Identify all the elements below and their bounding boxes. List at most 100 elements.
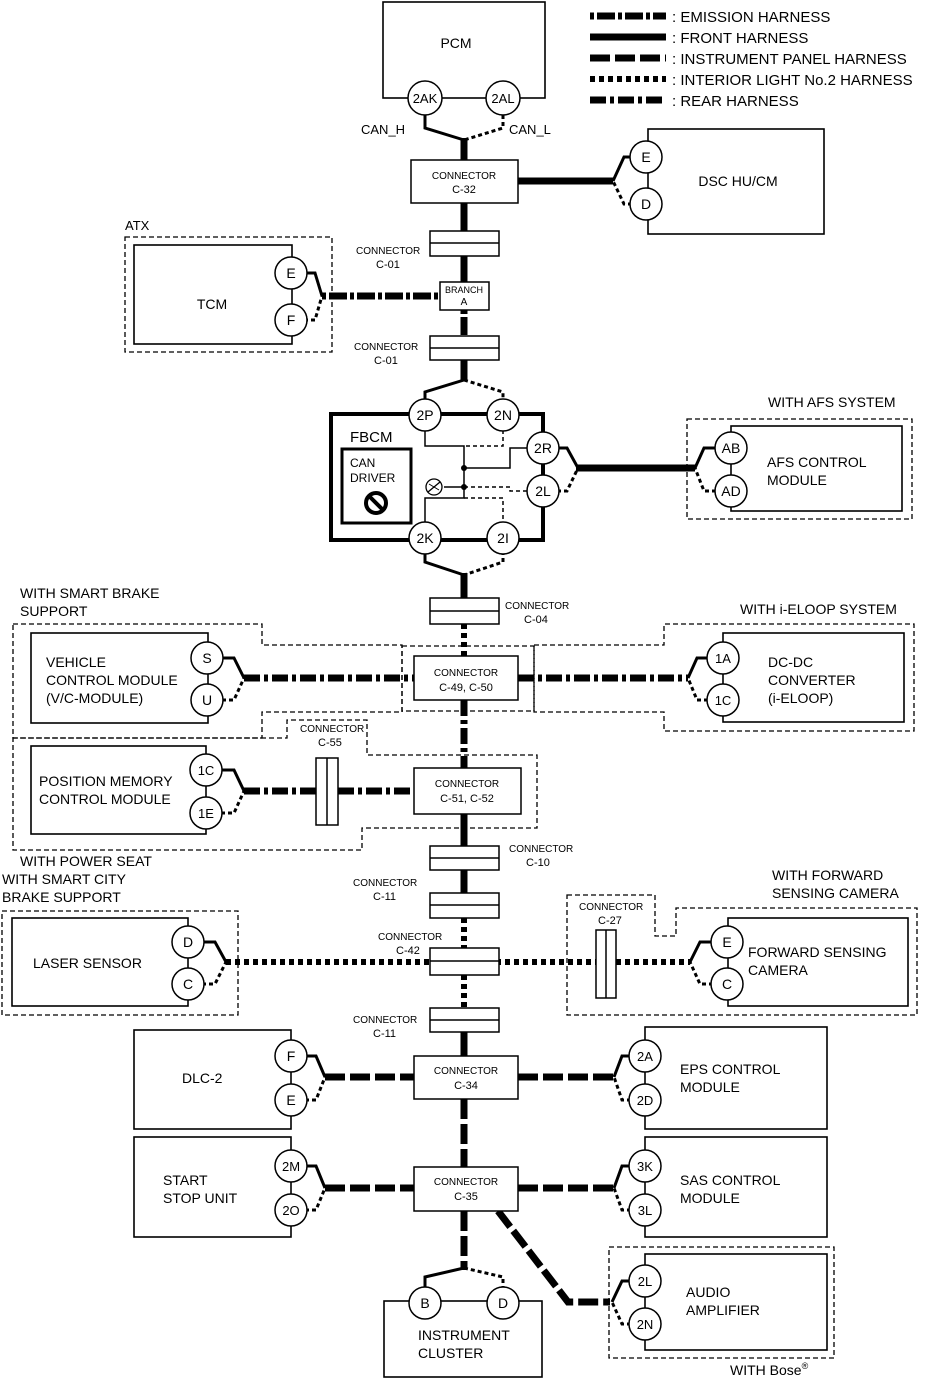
eps-pin-2a <box>628 1039 662 1073</box>
smart-city-brake-group-label-2: BRAKE SUPPORT <box>2 889 121 905</box>
svg-text:D: D <box>183 934 193 950</box>
instrument-cluster-module: INSTRUMENT CLUSTER B D <box>383 1286 543 1378</box>
svg-text:DRIVER: DRIVER <box>350 471 396 485</box>
svg-text:2A: 2A <box>637 1049 653 1064</box>
svg-text:FORWARD SENSING: FORWARD SENSING <box>748 944 886 960</box>
svg-text:C-49, C-50: C-49, C-50 <box>439 682 493 694</box>
audio-amplifier-module: AUDIO AMPLIFIER 2L 2N <box>628 1253 828 1351</box>
eps-pin-2d <box>628 1083 662 1117</box>
forward-camera-group-label-2: SENSING CAMERA <box>772 885 899 901</box>
vcm-pin-u <box>190 683 224 717</box>
svg-text:CONNECTOR: CONNECTOR <box>356 246 420 257</box>
svg-text:CONVERTER: CONVERTER <box>768 672 856 688</box>
sas-pin-3l <box>628 1193 662 1227</box>
svg-text:CONNECTOR: CONNECTOR <box>434 1066 498 1077</box>
svg-text:CONNECTOR: CONNECTOR <box>378 932 442 943</box>
svg-text:1A: 1A <box>715 651 731 666</box>
svg-text:START: START <box>163 1172 208 1188</box>
dsc-label: DSC HU/CM <box>698 173 777 189</box>
svg-text:CONNECTOR: CONNECTOR <box>434 668 498 679</box>
svg-text:CONNECTOR: CONNECTOR <box>432 171 496 182</box>
start-stop-unit-module: START STOP UNIT 2M 2O <box>133 1136 308 1238</box>
fbcm-pin-2l <box>526 474 560 508</box>
connector-c32: CONNECTOR C-32 <box>410 159 519 204</box>
svg-text:VEHICLE: VEHICLE <box>46 654 106 670</box>
svg-text:C-35: C-35 <box>454 1191 478 1203</box>
dlc2-module: DLC-2 F E <box>133 1029 308 1130</box>
svg-text:C-32: C-32 <box>452 184 476 196</box>
svg-text:C: C <box>722 976 732 992</box>
svg-text:SAS CONTROL: SAS CONTROL <box>680 1172 781 1188</box>
svg-text:CONNECTOR: CONNECTOR <box>300 724 364 735</box>
fbcm-pin-2p <box>408 398 442 432</box>
termination-resistor-icon <box>425 478 443 496</box>
pmcm-pin-1c <box>189 753 223 787</box>
svg-text:STOP UNIT: STOP UNIT <box>163 1190 238 1206</box>
pcm-module: PCM 2AK 2AL CAN_H CAN_L <box>361 1 551 137</box>
svg-text:MODULE: MODULE <box>767 472 827 488</box>
sas-pin-3k <box>628 1149 662 1183</box>
svg-text:CONNECTOR: CONNECTOR <box>354 342 418 353</box>
svg-text:2K: 2K <box>416 530 434 546</box>
afs-pin-ad <box>714 474 748 508</box>
branch-a: BRANCH A <box>439 281 490 311</box>
svg-text:C-11: C-11 <box>373 1028 396 1040</box>
svg-text:2L: 2L <box>535 483 551 499</box>
tcm-label: TCM <box>197 296 227 312</box>
fbcm-label: FBCM <box>350 429 393 446</box>
svg-text:DLC-2: DLC-2 <box>182 1070 223 1086</box>
dsc-pin-d <box>629 187 663 221</box>
svg-text:CLUSTER: CLUSTER <box>418 1345 483 1361</box>
legend-emission-label: : EMISSION HARNESS <box>672 9 830 26</box>
svg-text:1C: 1C <box>715 693 732 708</box>
svg-text:C-10: C-10 <box>526 857 550 869</box>
fbcm-pin-2r <box>526 431 560 465</box>
can-driver-box <box>340 447 413 525</box>
forward-camera-group-outline <box>566 894 918 1016</box>
pmcm-pin-1e <box>189 796 223 830</box>
fbcm-junction-h <box>461 465 467 471</box>
svg-text:2D: 2D <box>637 1093 654 1108</box>
can-driver-prohibition-icon <box>364 491 388 515</box>
connector-c04: CONNECTOR C-04 <box>429 597 569 626</box>
connector-c01-lower: CONNECTOR C-01 <box>354 335 500 367</box>
pcm-label: PCM <box>440 35 471 51</box>
connector-c11-upper: CONNECTOR C-11 <box>353 878 500 919</box>
svg-text:CONNECTOR: CONNECTOR <box>353 878 417 889</box>
svg-text:2N: 2N <box>637 1317 654 1332</box>
svg-text:2O: 2O <box>282 1203 299 1218</box>
svg-text:CONNECTOR: CONNECTOR <box>505 601 569 612</box>
svg-text:AMPLIFIER: AMPLIFIER <box>686 1302 760 1318</box>
svg-text:C-11: C-11 <box>373 891 396 903</box>
svg-text:C-04: C-04 <box>524 614 548 626</box>
svg-text:1E: 1E <box>198 806 214 821</box>
legend: : EMISSION HARNESS : FRONT HARNESS : INS… <box>590 9 913 110</box>
svg-text:CONTROL MODULE: CONTROL MODULE <box>46 672 178 688</box>
svg-text:C-27: C-27 <box>598 915 622 927</box>
legend-interior-light-label: : INTERIOR LIGHT No.2 HARNESS <box>672 72 913 89</box>
svg-text:U: U <box>202 692 212 708</box>
svg-text:C-01: C-01 <box>376 259 400 271</box>
tcm-pin-e <box>274 256 308 290</box>
atx-group-label: ATX <box>125 218 150 233</box>
svg-text:2N: 2N <box>494 407 512 423</box>
atx-group-outline <box>124 236 333 353</box>
svg-text:1C: 1C <box>198 763 215 778</box>
amp-pin-2n <box>628 1307 662 1341</box>
svg-text:3K: 3K <box>637 1159 653 1174</box>
svg-text:C-55: C-55 <box>318 737 342 749</box>
connector-c55: CONNECTOR C-55 <box>300 724 364 826</box>
tcm-module: TCM E F <box>133 244 308 345</box>
smart-city-brake-group-label-1: WITH SMART CITY <box>2 871 127 887</box>
smart-brake-group-label-2: SUPPORT <box>20 603 88 619</box>
fbcm-junction-l <box>461 484 467 490</box>
dlc2-pin-e <box>274 1083 308 1117</box>
svg-text:C-42: C-42 <box>396 945 420 957</box>
connector-c10: CONNECTOR C-10 <box>429 844 573 871</box>
svg-text:E: E <box>641 149 650 165</box>
can-l-label: CAN_L <box>509 122 551 137</box>
laser-sensor-module: LASER SENSOR D C <box>11 917 205 1007</box>
connector-c34: CONNECTOR C-34 <box>413 1055 519 1100</box>
can-h-label: CAN_H <box>361 122 405 137</box>
svg-text:(i-ELOOP): (i-ELOOP) <box>768 690 833 706</box>
